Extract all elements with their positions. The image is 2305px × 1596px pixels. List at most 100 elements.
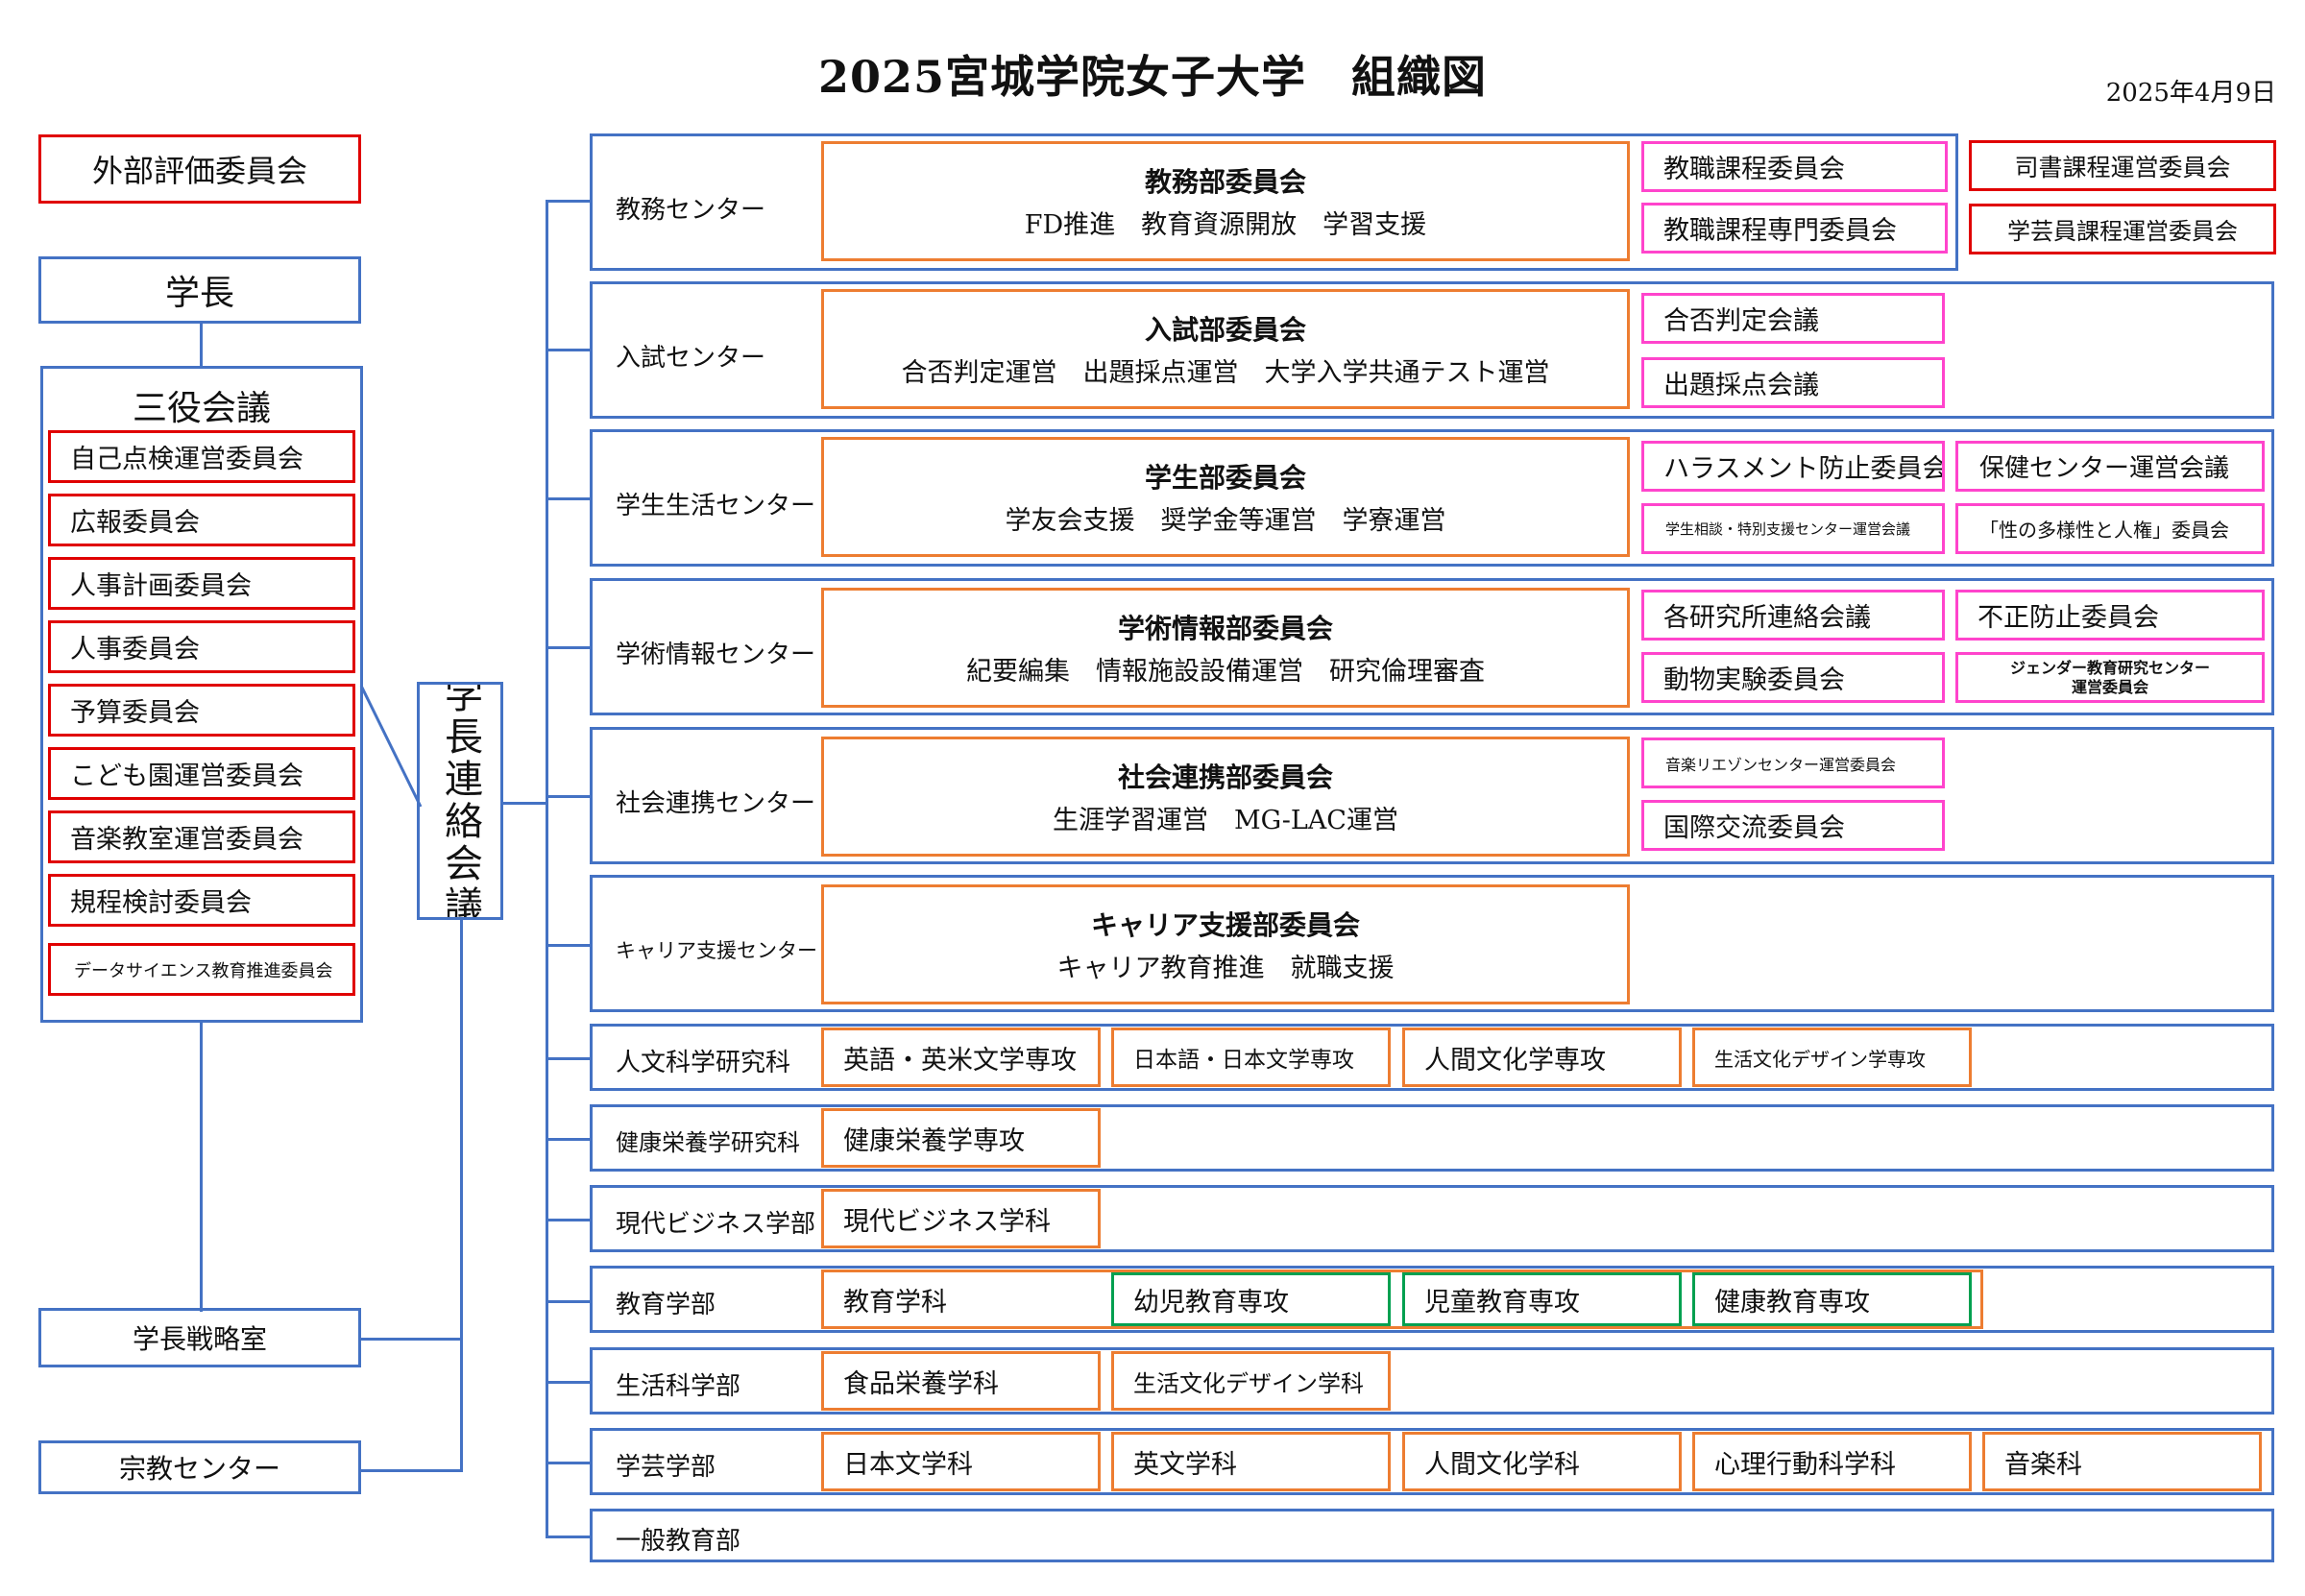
faculty-item[interactable]: 日本語・日本文学専攻 xyxy=(1111,1028,1391,1087)
connector xyxy=(200,1022,203,1312)
committee-desc: 生涯学習運営 MG-LAC運営 xyxy=(1053,806,1398,835)
sanyaku-item[interactable]: 広報委員会 xyxy=(48,494,355,546)
center-row-academic-info: 学術情報センター xyxy=(590,578,2274,715)
gender-center-committee[interactable]: ジェンダー教育研究センター 運営委員会 xyxy=(1955,652,2265,703)
faculty-row: 健康栄養学研究科 xyxy=(590,1104,2274,1172)
faculty-item[interactable]: 教育学科 xyxy=(821,1270,1983,1329)
center-label: キャリア支援センター xyxy=(616,939,817,962)
center-committee[interactable]: 教務部委員会 FD推進 教育資源開放 学習支援 xyxy=(821,141,1630,261)
sub-committee[interactable]: 「性の多様性と人権」委員会 xyxy=(1955,503,2265,554)
center-committee[interactable]: キャリア支援部委員会 キャリア教育推進 就職支援 xyxy=(821,884,1630,1004)
connector xyxy=(359,1469,462,1472)
committee-name: キャリア支援部委員会 xyxy=(1090,909,1360,941)
faculty-item[interactable]: 英文学科 xyxy=(1111,1432,1391,1491)
center-row-academic: 教務センター xyxy=(590,133,1958,271)
branch xyxy=(546,944,591,947)
connector-diagonal xyxy=(359,685,423,808)
faculty-item[interactable]: 食品栄養学科 xyxy=(821,1351,1101,1411)
committee-name: 教務部委員会 xyxy=(1144,166,1306,198)
sub-committee[interactable]: 教職課程委員会 xyxy=(1641,141,1948,192)
sub-committee[interactable]: 各研究所連絡会議 xyxy=(1641,590,1945,641)
center-committee[interactable]: 学術情報部委員会 紀要編集 情報施設設備運営 研究倫理審査 xyxy=(821,588,1630,708)
branch xyxy=(546,1381,591,1384)
faculty-item[interactable]: 心理行動科学科 xyxy=(1692,1432,1972,1491)
faculty-label: 人文科学研究科 xyxy=(616,1049,791,1077)
committee-name: 学術情報部委員会 xyxy=(1117,613,1333,644)
faculty-item[interactable]: 健康栄養学専攻 xyxy=(821,1108,1101,1168)
gender-line-2: 運営委員会 xyxy=(2071,677,2148,696)
branch xyxy=(546,795,591,798)
faculty-label: 一般教育部 xyxy=(616,1527,741,1556)
sanyaku-item[interactable]: 人事委員会 xyxy=(48,620,355,673)
sub-committee[interactable]: 合否判定会議 xyxy=(1641,293,1945,344)
strategy-office[interactable]: 学長戦略室 xyxy=(38,1308,361,1367)
faculty-row: 一般教育部 xyxy=(590,1509,2274,1562)
sub-committee[interactable]: 保健センター運営会議 xyxy=(1955,441,2265,492)
sanyaku-item[interactable]: 自己点検運営委員会 xyxy=(48,430,355,483)
committee-name: 学生部委員会 xyxy=(1144,462,1306,494)
sanyaku-item[interactable]: 音楽教室運営委員会 xyxy=(48,810,355,863)
faculty-label: 教育学部 xyxy=(616,1291,716,1319)
major-item[interactable]: 幼児教育専攻 xyxy=(1111,1272,1391,1326)
sub-committee[interactable]: 音楽リエゾンセンター運営委員会 xyxy=(1641,738,1945,788)
center-row-career: キャリア支援センター xyxy=(590,875,2274,1012)
faculty-item[interactable]: 音楽科 xyxy=(1982,1432,2262,1491)
religion-center[interactable]: 宗教センター xyxy=(38,1440,361,1494)
branch xyxy=(546,497,591,500)
sub-committee[interactable]: 動物実験委員会 xyxy=(1641,652,1945,703)
faculty-item[interactable]: 現代ビジネス学科 xyxy=(821,1189,1101,1248)
center-label: 教務センター xyxy=(616,196,766,225)
connector xyxy=(502,802,547,805)
center-label: 学術情報センター xyxy=(616,641,816,669)
sanyaku-council: 三役会議 xyxy=(40,366,363,1023)
sanyaku-title: 三役会議 xyxy=(132,389,271,428)
major-item[interactable]: 児童教育専攻 xyxy=(1402,1272,1682,1326)
committee-name: 入試部委員会 xyxy=(1144,314,1306,346)
sanyaku-item[interactable]: 人事計画委員会 xyxy=(48,557,355,610)
sanyaku-item[interactable]: データサイエンス教育推進委員会 xyxy=(48,943,355,996)
sub-committee[interactable]: 国際交流委員会 xyxy=(1641,800,1945,851)
president-box[interactable]: 学長 xyxy=(38,256,361,324)
center-committee[interactable]: 社会連携部委員会 生涯学習運営 MG-LAC運営 xyxy=(821,737,1630,857)
connector xyxy=(460,917,463,1472)
committee-desc: 紀要編集 情報施設設備運営 研究倫理審査 xyxy=(966,657,1485,687)
branch xyxy=(546,349,591,351)
center-committee[interactable]: 学生部委員会 学友会支援 奨学金等運営 学寮運営 xyxy=(821,437,1630,557)
branch xyxy=(546,1536,591,1538)
center-row-admission: 入試センター xyxy=(590,281,2274,419)
branch xyxy=(546,200,591,203)
major-item[interactable]: 健康教育専攻 xyxy=(1692,1272,1972,1326)
sanyaku-item[interactable]: 予算委員会 xyxy=(48,684,355,737)
faculty-label: 現代ビジネス学部 xyxy=(616,1210,816,1239)
sub-committee[interactable]: 学生相談・特別支援センター運営会議 xyxy=(1641,503,1945,554)
committee-name: 社会連携部委員会 xyxy=(1117,762,1333,793)
gender-line-1: ジェンダー教育研究センター xyxy=(2009,658,2210,677)
branch xyxy=(546,646,591,649)
sub-committee[interactable]: 教職課程専門委員会 xyxy=(1641,203,1948,254)
date-label: 2025年4月9日 xyxy=(2105,79,2276,108)
library-committee[interactable]: 司書課程運営委員会 xyxy=(1969,140,2276,191)
faculty-item[interactable]: 人間文化学科 xyxy=(1402,1432,1682,1491)
faculty-item[interactable]: 生活文化デザイン学専攻 xyxy=(1692,1028,1972,1087)
center-label: 学生生活センター xyxy=(616,492,816,520)
connector xyxy=(200,322,203,368)
faculty-item[interactable]: 人間文化学専攻 xyxy=(1402,1028,1682,1087)
committee-desc: キャリア教育推進 就職支援 xyxy=(1056,954,1395,983)
faculty-item[interactable]: 日本文学科 xyxy=(821,1432,1101,1491)
liaison-council[interactable]: 学長連絡会議 xyxy=(417,682,503,920)
sub-committee[interactable]: 出題採点会議 xyxy=(1641,357,1945,408)
faculty-item[interactable]: 英語・英米文学専攻 xyxy=(821,1028,1101,1087)
sub-committee[interactable]: ハラスメント防止委員会 xyxy=(1641,441,1945,492)
sub-committee[interactable]: 不正防止委員会 xyxy=(1955,590,2265,641)
external-eval-committee[interactable]: 外部評価委員会 xyxy=(38,134,361,204)
curator-committee[interactable]: 学芸員課程運営委員会 xyxy=(1969,204,2276,254)
sanyaku-item[interactable]: こども園運営委員会 xyxy=(48,747,355,800)
faculty-label: 健康栄養学研究科 xyxy=(616,1129,800,1156)
sanyaku-item[interactable]: 規程検討委員会 xyxy=(48,874,355,927)
center-committee[interactable]: 入試部委員会 合否判定運営 出題採点運営 大学入学共通テスト運営 xyxy=(821,289,1630,409)
branch xyxy=(546,1462,591,1464)
center-row-student-life: 学生生活センター xyxy=(590,429,2274,567)
faculty-item[interactable]: 生活文化デザイン学科 xyxy=(1111,1351,1391,1411)
connector xyxy=(359,1338,462,1341)
center-label: 社会連携センター xyxy=(616,789,816,818)
